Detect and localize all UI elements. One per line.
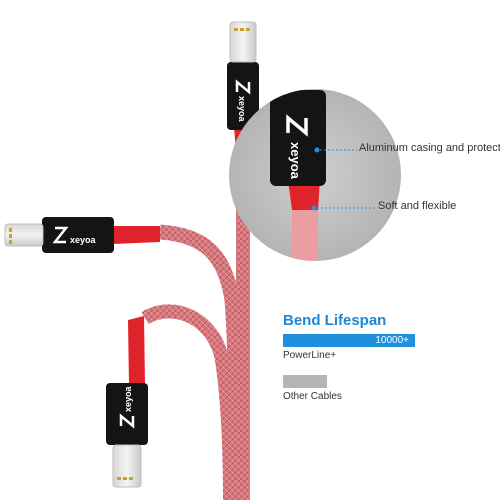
top-lightning-plug (229, 21, 257, 63)
zoom-brand-text: xeyoa (288, 142, 303, 180)
left-connector-strain-relief (112, 226, 160, 244)
callout-dot-flexible (311, 205, 317, 211)
horizontal-cable-braid (159, 224, 244, 500)
other-bar-track (283, 375, 415, 388)
top-brand-logo: xeyoa (235, 79, 251, 123)
powerline-bar-track: 10000+ (283, 334, 415, 347)
left-lightning-plug (4, 223, 44, 247)
zoom-detail-circle: xeyoa (229, 89, 401, 261)
zoom-cable-braid (292, 205, 318, 261)
bottom-lightning-plug (112, 444, 142, 488)
powerline-bar-value: 10000+ (375, 335, 409, 346)
bottom-brand-logo: xeyoa (119, 385, 135, 429)
left-connector: xeyoa (4, 217, 160, 253)
callout-lines (311, 147, 374, 211)
zoom-connector-housing (270, 90, 326, 186)
left-connector-housing (42, 217, 114, 253)
zoom-strain-relief (288, 180, 320, 210)
zoom-brand-logo: xeyoa (286, 114, 308, 180)
left-brand-logo (52, 226, 69, 244)
powerline-bar (283, 334, 415, 347)
callout-flexible-label: Soft and flexible (378, 200, 457, 212)
bottom-connector-housing (106, 383, 148, 445)
bend-lifespan-title: Bend Lifespan (283, 312, 387, 329)
left-brand-text: xeyoa (70, 235, 97, 245)
other-cables-label: Other Cables (283, 391, 342, 402)
bottom-connector: xeyoa (106, 316, 148, 488)
other-cables-bar (283, 375, 327, 388)
top-brand-text: xeyoa (237, 96, 247, 123)
bottom-plug-contacts (117, 477, 133, 480)
top-connector-housing (227, 62, 259, 130)
callout-dot-casing (314, 147, 320, 153)
powerline-label: PowerLine+ (283, 350, 337, 361)
bottom-brand-text: xeyoa (123, 385, 133, 412)
bottom-connector-strain-relief (128, 316, 145, 385)
left-plug-contacts (9, 228, 12, 244)
horizontal-cable (141, 224, 244, 500)
top-plug-contacts (234, 28, 250, 31)
bottom-cable-braid (141, 304, 237, 500)
callout-casing-label: Aluminum casing and protective (359, 142, 500, 154)
